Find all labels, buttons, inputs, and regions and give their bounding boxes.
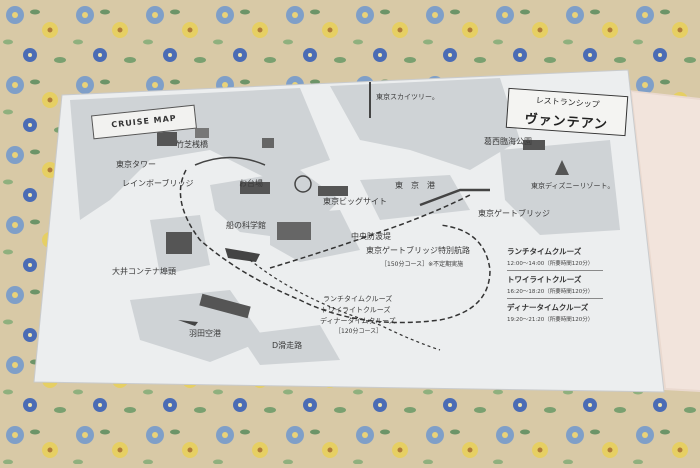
cruise-entry: トワイライトクルーズ 16:20〜18:20（所要時間120分） [507,274,603,299]
label-tokyo-tower: 東京タワー [116,160,156,169]
cruise-name: トワイライトクルーズ [507,275,582,284]
label-takeshiba: 竹芝桟橋 [176,140,208,149]
label-route-course: ［120分コース］ [335,328,383,335]
cruise-entry: ディナータイムクルーズ 19:20〜21:20（所要時間120分） [507,302,603,323]
label-special-route: 東京ゲートブリッジ特別航路 [366,246,470,255]
divider [507,270,603,271]
label-tokyo-port: 東 京 港 [395,181,435,190]
restaurant-ship-logo: レストランシップ ヴァンテアン [505,87,629,137]
cruise-map-banner-text: CRUISE MAP [110,113,178,130]
label-oi-pier: 大井コンテナ埠頭 [112,267,176,276]
cruise-entry: ランチタイムクルーズ 12:00〜14:00（所要時間120分） [507,246,603,271]
cruise-name: ランチタイムクルーズ [507,247,582,256]
label-museum: 船の科学館 [226,221,266,230]
label-route-twilight: トワイライトクルーズ [321,306,391,314]
label-breakwater: 中央防波堤 [351,232,391,241]
cruise-name: ディナータイムクルーズ [507,303,589,312]
label-runway: D滑走路 [272,341,303,350]
label-kasai: 葛西臨海公園 [484,137,532,146]
label-skytree: 東京スカイツリー。 [376,93,439,101]
label-odaiba: お台場 [239,179,263,188]
cruise-schedule-panel: ランチタイムクルーズ 12:00〜14:00（所要時間120分） トワイライトク… [507,243,603,323]
label-route-dinner: ディナータイムクルーズ [320,317,396,325]
divider [507,298,603,299]
label-big-sight: 東京ビッグサイト [323,197,387,206]
label-gate-bridge: 東京ゲートブリッジ [478,209,550,218]
label-route-lunch: ランチタイムクルーズ [323,295,393,303]
cruise-time: 19:20〜21:20（所要時間120分） [507,317,594,323]
label-special-course: ［150分コース］※不定期実施 [381,261,464,268]
label-haneda: 羽田空港 [189,329,221,338]
cruise-time: 16:20〜18:20（所要時間120分） [507,289,594,295]
label-rainbow-bridge: レインボーブリッジ [122,179,194,188]
cruise-time: 12:00〜14:00（所要時間120分） [507,261,594,267]
label-disney: 東京ディズニーリゾート。 [531,182,615,190]
